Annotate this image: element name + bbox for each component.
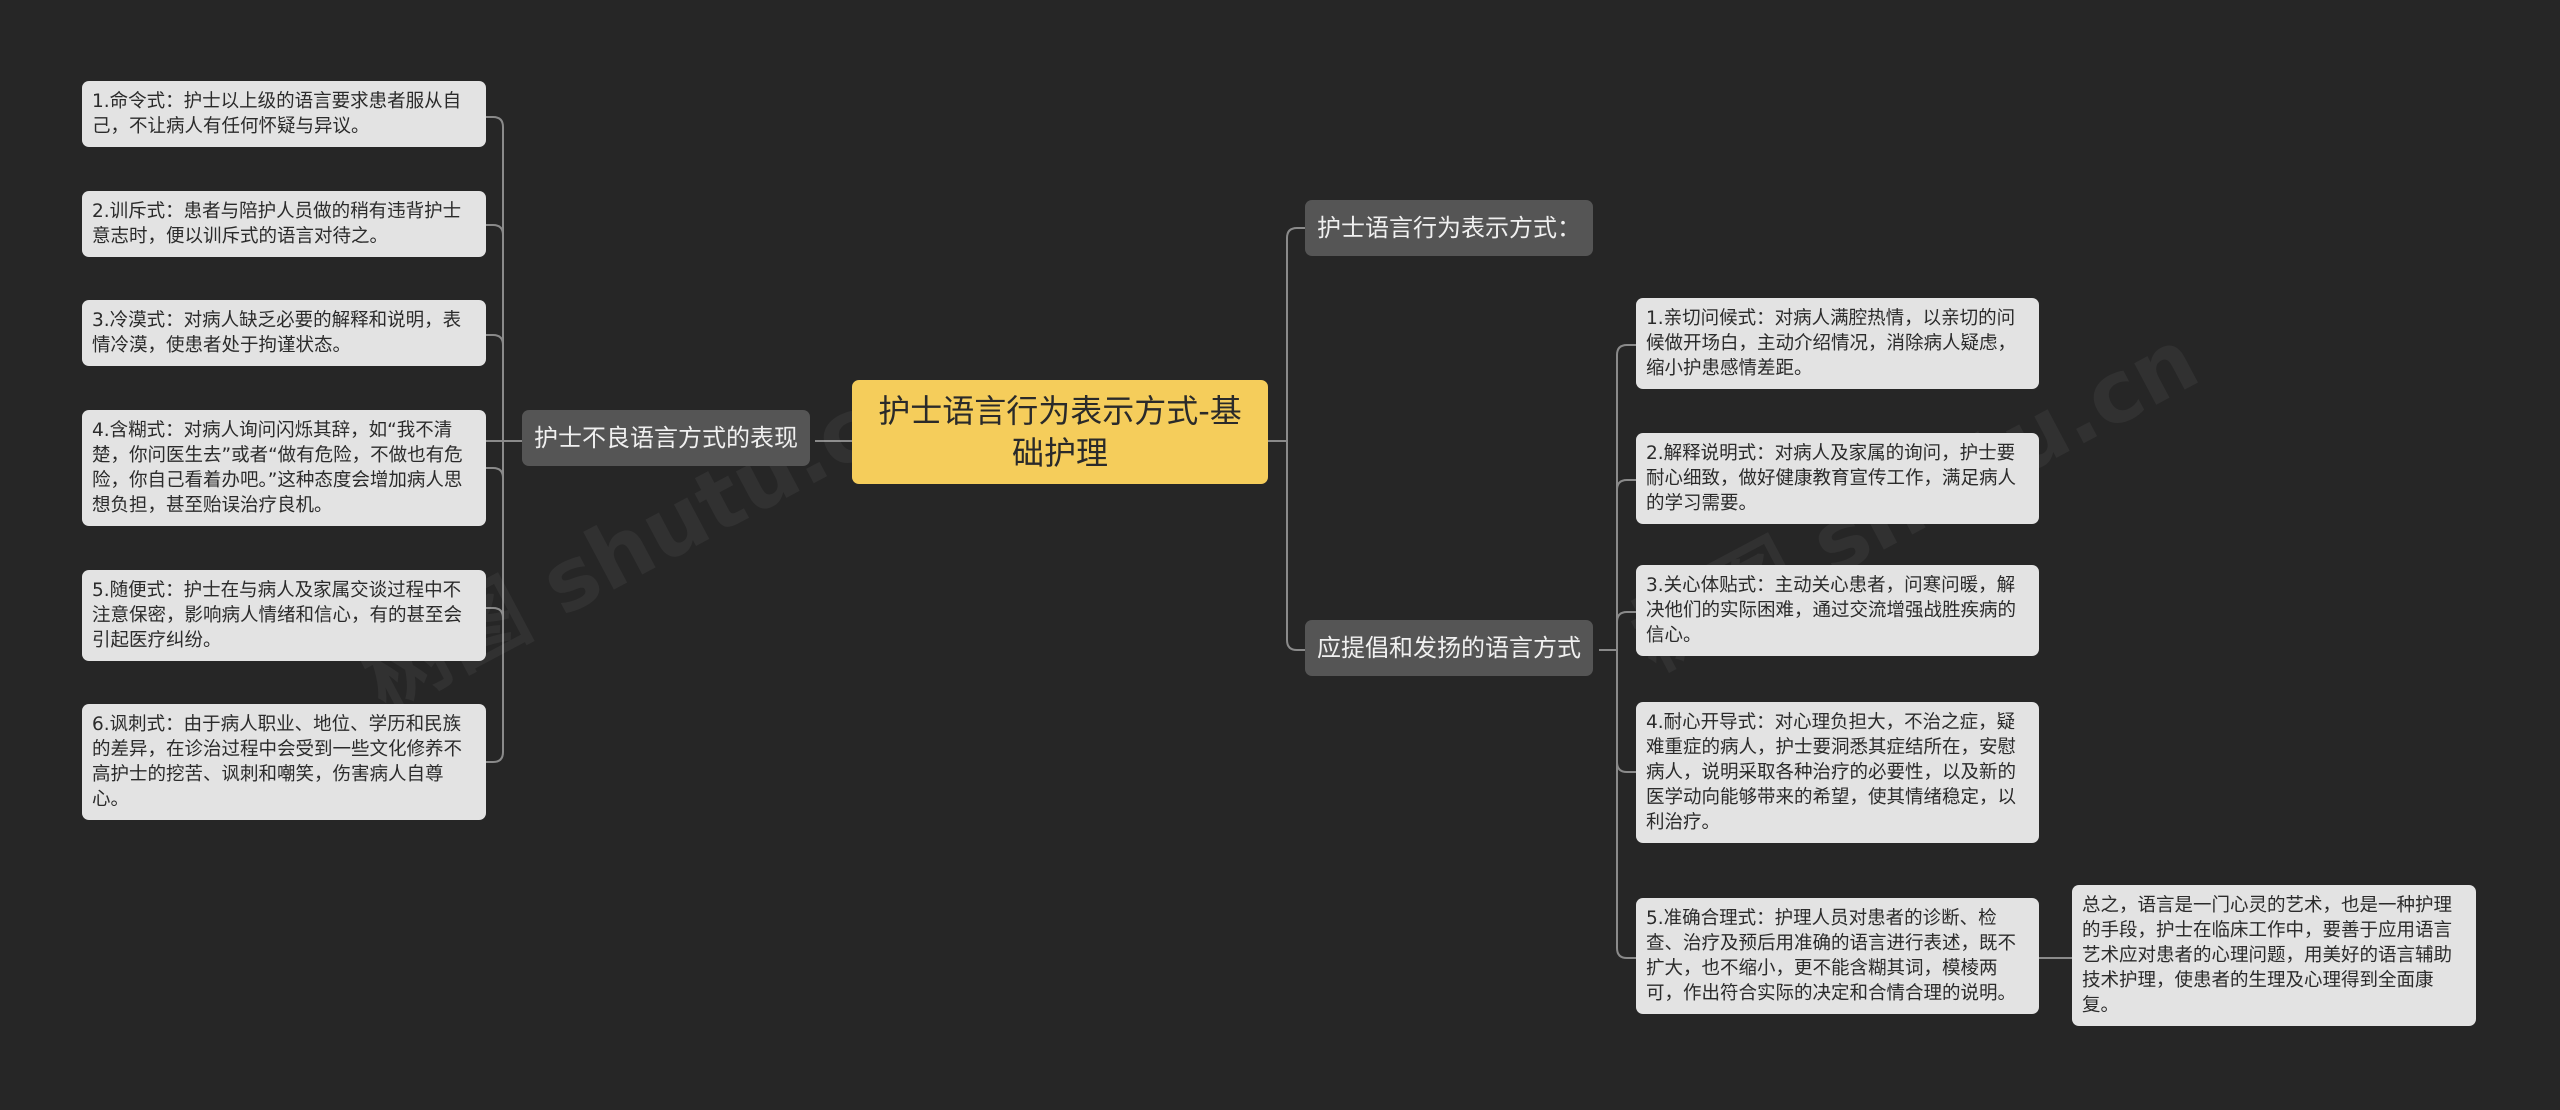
leaf-casual-style[interactable]: 5.随便式：护士在与病人及家属交谈过程中不注意保密，影响病人情绪和信心，有的甚至…	[82, 570, 486, 661]
branch-expression-modes[interactable]: 护士语言行为表示方式：	[1305, 200, 1593, 256]
leaf-patient-guidance-style[interactable]: 4.耐心开导式：对心理负担大，不治之症，疑难重症的病人，护士要洞悉其症结所在，安…	[1636, 702, 2039, 843]
connector-left-l6	[486, 441, 504, 763]
leaf-text: 4.含糊式：对病人询问闪烁其辞，如“我不清楚，你问医生去”或者“做有危险，不做也…	[92, 420, 463, 516]
leaf-text: 5.准确合理式：护理人员对患者的诊断、检查、治疗及预后用准确的语言进行表述，既不…	[1646, 908, 2017, 1004]
branch-advocated-language-label: 应提倡和发扬的语言方式	[1317, 634, 1581, 662]
root-title: 护士语言行为表示方式-基础护理	[878, 392, 1242, 472]
connector-right-l2	[1616, 479, 1636, 650]
connector-right-l4	[1616, 650, 1636, 773]
leaf-explanation-style[interactable]: 2.解释说明式：对病人及家属的询问，护士要耐心细致，做好健康教育宣传工作，满足病…	[1636, 433, 2039, 524]
leaf-text: 4.耐心开导式：对心理负担大，不治之症，疑难重症的病人，护士要洞悉其症结所在，安…	[1646, 712, 2017, 833]
connector-right-l3	[1616, 611, 1636, 650]
connector-left-l3	[486, 334, 504, 441]
branch-bad-language[interactable]: 护士不良语言方式的表现	[522, 410, 810, 466]
branch-advocated-language[interactable]: 应提倡和发扬的语言方式	[1305, 620, 1593, 676]
connector-right-top	[1286, 227, 1305, 441]
leaf-text: 5.随便式：护士在与病人及家属交谈过程中不注意保密，影响病人情绪和信心，有的甚至…	[92, 580, 463, 651]
leaf-text: 6.讽刺式：由于病人职业、地位、学历和民族的差异，在诊治过程中会受到一些文化修养…	[92, 714, 463, 810]
leaf-text: 1.亲切问候式：对病人满腔热情，以亲切的问候做开场白，主动介绍情况，消除病人疑虑…	[1646, 308, 2017, 379]
leaf-scolding-style[interactable]: 2.训斥式：患者与陪护人员做的稍有违背护士意志时，便以训斥式的语言对待之。	[82, 191, 486, 257]
connector-right-bottom	[1286, 441, 1305, 651]
leaf-indifferent-style[interactable]: 3.冷漠式：对病人缺乏必要的解释和说明，表情冷漠，使患者处于拘谨状态。	[82, 300, 486, 366]
connector-left-l2	[486, 224, 504, 441]
connector-right-l1	[1616, 344, 1636, 650]
leaf-vague-style[interactable]: 4.含糊式：对病人询问闪烁其辞，如“我不清楚，你问医生去”或者“做有危险，不做也…	[82, 410, 486, 526]
leaf-command-style[interactable]: 1.命令式：护士以上级的语言要求患者服从自己，不让病人有任何怀疑与异议。	[82, 81, 486, 147]
leaf-text: 3.冷漠式：对病人缺乏必要的解释和说明，表情冷漠，使患者处于拘谨状态。	[92, 310, 462, 356]
leaf-text: 总之，语言是一门心灵的艺术，也是一种护理的手段，护士在临床工作中，要善于应用语言…	[2082, 895, 2453, 1016]
root-node[interactable]: 护士语言行为表示方式-基础护理	[852, 380, 1268, 484]
leaf-text: 1.命令式：护士以上级的语言要求患者服从自己，不让病人有任何怀疑与异议。	[92, 91, 462, 137]
connector-left-l1	[485, 116, 504, 442]
leaf-caring-style[interactable]: 3.关心体贴式：主动关心患者，问寒问暖，解决他们的实际困难，通过交流增强战胜疾病…	[1636, 565, 2039, 656]
leaf-accurate-style[interactable]: 5.准确合理式：护理人员对患者的诊断、检查、治疗及预后用准确的语言进行表述，既不…	[1636, 898, 2039, 1014]
connector-right-l5	[1616, 650, 1636, 959]
leaf-text: 3.关心体贴式：主动关心患者，问寒问暖，解决他们的实际困难，通过交流增强战胜疾病…	[1646, 575, 2017, 646]
leaf-sarcastic-style[interactable]: 6.讽刺式：由于病人职业、地位、学历和民族的差异，在诊治过程中会受到一些文化修养…	[82, 704, 486, 820]
leaf-text: 2.训斥式：患者与陪护人员做的稍有违背护士意志时，便以训斥式的语言对待之。	[92, 201, 462, 247]
leaf-summary[interactable]: 总之，语言是一门心灵的艺术，也是一种护理的手段，护士在临床工作中，要善于应用语言…	[2072, 885, 2476, 1026]
branch-expression-modes-label: 护士语言行为表示方式：	[1317, 214, 1581, 242]
connector-left-l4	[486, 441, 504, 479]
leaf-text: 2.解释说明式：对病人及家属的询问，护士要耐心细致，做好健康教育宣传工作，满足病…	[1646, 443, 2017, 514]
leaf-greeting-style[interactable]: 1.亲切问候式：对病人满腔热情，以亲切的问候做开场白，主动介绍情况，消除病人疑虑…	[1636, 298, 2039, 389]
branch-bad-language-label: 护士不良语言方式的表现	[534, 424, 798, 452]
